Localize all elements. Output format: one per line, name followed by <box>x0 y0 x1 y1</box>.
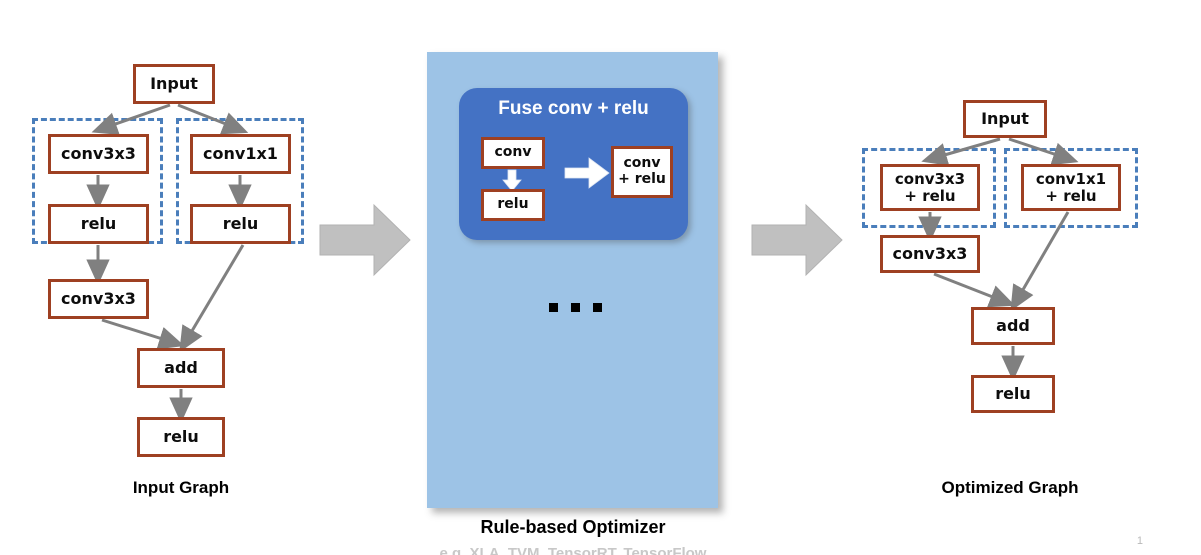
node-fuse-result-line2: + relu <box>618 171 666 187</box>
node-out-add[interactable]: add <box>971 307 1055 345</box>
node-fuse-conv[interactable]: conv <box>481 137 545 169</box>
node-out-conv1x1-relu[interactable]: conv1x1 + relu <box>1021 164 1121 211</box>
node-conv3x3-b[interactable]: conv3x3 <box>48 279 149 319</box>
node-out-conv1x1-relu-line2: + relu <box>1045 186 1097 205</box>
optimizer-caption: Rule-based Optimizer <box>480 517 666 537</box>
node-out-relu[interactable]: relu <box>971 375 1055 413</box>
node-relu-b[interactable]: relu <box>190 204 291 244</box>
node-fuse-result[interactable]: conv + relu <box>611 146 673 198</box>
node-input[interactable]: Input <box>133 64 215 104</box>
node-out-conv1x1-relu-line1: conv1x1 <box>1035 169 1107 188</box>
node-conv1x1[interactable]: conv1x1 <box>190 134 291 174</box>
node-fuse-result-line1: conv <box>623 155 661 172</box>
ellipsis-dot-2 <box>571 303 580 312</box>
node-out-conv3x3-relu-line1: conv3x3 <box>894 169 966 188</box>
node-conv3x3-a[interactable]: conv3x3 <box>48 134 149 174</box>
node-out-conv3x3[interactable]: conv3x3 <box>880 235 980 273</box>
fuse-rule-title: Fuse conv + relu <box>498 98 649 119</box>
optimizer-ellipsis <box>549 303 602 312</box>
input-graph-caption: Input Graph <box>132 478 230 497</box>
optimizer-caption-sub: e.g. XLA, TVM, TensorRT, TensorFlow <box>439 545 707 555</box>
node-relu-c[interactable]: relu <box>137 417 225 457</box>
node-add[interactable]: add <box>137 348 225 388</box>
page-number: 1 <box>1136 535 1143 547</box>
node-out-input[interactable]: Input <box>963 100 1047 138</box>
node-out-conv3x3-relu-line2: + relu <box>904 186 956 205</box>
arrow-optimizer-to-optimized <box>751 203 843 277</box>
optimized-graph-caption: Optimized Graph <box>941 478 1079 497</box>
node-out-conv3x3-relu[interactable]: conv3x3 + relu <box>880 164 980 211</box>
arrow-input-to-optimizer <box>319 203 411 277</box>
ellipsis-dot-3 <box>593 303 602 312</box>
node-fuse-relu[interactable]: relu <box>481 189 545 221</box>
ellipsis-dot-1 <box>549 303 558 312</box>
node-relu-a[interactable]: relu <box>48 204 149 244</box>
